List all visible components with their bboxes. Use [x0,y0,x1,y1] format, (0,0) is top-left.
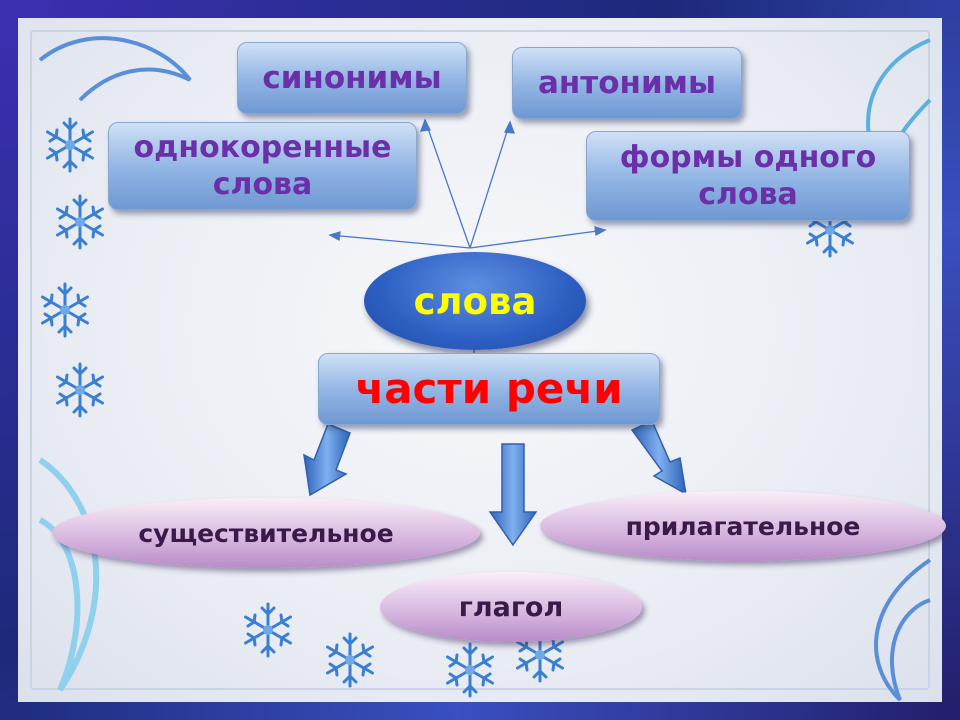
node-parts-of-speech: части речи [318,353,660,425]
swirl-ornament [874,558,932,702]
node-synonyms-label: синонимы [262,59,442,96]
snowflake-icon [244,602,292,658]
node-parts-label: части речи [355,363,623,413]
node-synonyms: синонимы [237,42,467,114]
arrow-to-cognates [329,234,471,249]
node-forms-line2: слова [698,177,798,212]
arrowhead [504,120,515,134]
snowflake-icon [41,282,89,338]
node-cognates-line2: слова [212,167,313,202]
node-antonyms-label: антонимы [537,64,717,101]
slide-inner-border [30,30,930,690]
node-noun-label: существительное [138,518,394,548]
block-arrow-to-noun [303,423,351,497]
node-cognates-line1: однокоренные [133,129,392,165]
node-adjective-label: прилагательное [625,511,861,541]
snowflake-icon [46,117,94,173]
swirl-ornament [38,36,192,102]
node-antonyms: антонимы [512,47,742,119]
snowflake-icon [56,194,104,250]
arrowhead [328,231,341,242]
swirl-ornament [38,457,100,692]
block-arrow-to-verb [488,443,538,547]
snowflake-icon [446,642,494,698]
arrow-to-antonyms [469,121,511,249]
block-arrow-to-adjective [630,420,687,496]
node-center-words: слова [364,252,586,350]
arrowhead [594,226,607,237]
node-verb-label: глагол [458,591,564,623]
node-cognates: однокоренные слова [108,122,417,210]
snowflake-icon [56,362,104,418]
snowflake-icon [326,632,374,688]
node-verb: глагол [380,572,642,642]
arrowhead [420,118,431,132]
node-noun: существительное [52,498,480,568]
arrow-to-forms [469,229,606,249]
node-adjective: прилагательное [540,491,946,561]
arrow-to-synonyms [424,119,471,249]
node-forms-line1: формы одного [619,139,877,175]
node-center-label: слова [413,279,537,323]
node-forms: формы одного слова [586,131,910,221]
